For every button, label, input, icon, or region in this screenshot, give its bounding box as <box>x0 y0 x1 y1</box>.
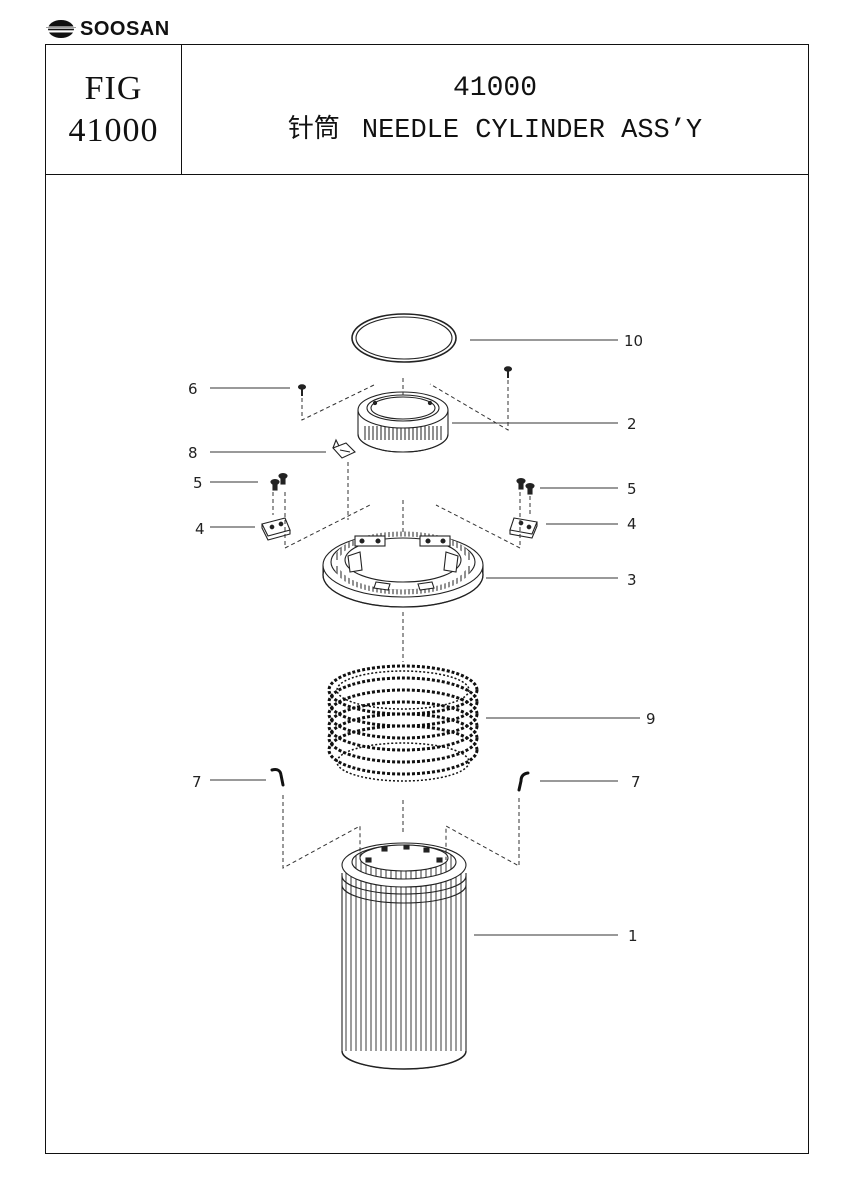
callout-8: 8 <box>188 444 198 462</box>
callout-10: 10 <box>624 332 643 350</box>
figure-id-box: FIG 41000 <box>46 45 182 174</box>
assembly-lines <box>272 378 531 869</box>
title-block: FIG 41000 41000 针筒 NEEDLE CYLINDER ASS’Y <box>46 45 808 175</box>
title-english: NEEDLE CYLINDER ASS’Y <box>361 115 703 146</box>
drawing-sheet: FIG 41000 41000 针筒 NEEDLE CYLINDER ASS’Y <box>45 44 809 1154</box>
brand: SOOSAN <box>46 14 170 44</box>
hook-pin-icon <box>270 768 530 792</box>
fig-number: 41000 <box>68 111 159 149</box>
callout-labels: 10 6 2 8 5 5 4 4 3 9 7 7 1 <box>188 332 656 945</box>
screw-pair-icon <box>270 472 535 495</box>
callout-9: 9 <box>646 710 656 728</box>
assembly-title: 针筒 NEEDLE CYLINDER ASS’Y <box>288 109 702 151</box>
part-number: 41000 <box>452 72 537 104</box>
callout-5-right: 5 <box>627 480 637 498</box>
o-ring-icon <box>351 313 457 363</box>
callout-6: 6 <box>188 380 198 398</box>
callout-7-right: 7 <box>631 773 641 791</box>
callout-4-right: 4 <box>627 515 637 533</box>
callout-1: 1 <box>628 927 638 945</box>
leader-lines <box>210 339 640 936</box>
soosan-logo-icon <box>46 20 76 38</box>
top-ring-icon <box>357 391 449 453</box>
callout-4-left: 4 <box>195 520 205 538</box>
callout-7-left: 7 <box>192 773 202 791</box>
cam-ring-icon <box>322 531 484 608</box>
needle-cylinder-icon <box>341 842 467 1070</box>
callout-2: 2 <box>627 415 637 433</box>
brand-name: SOOSAN <box>80 17 170 40</box>
fig-label: FIG <box>84 69 143 107</box>
coil-spring-icon <box>327 664 479 782</box>
latch-clip-icon <box>332 438 356 459</box>
screw-icon <box>297 366 513 396</box>
callout-5-left: 5 <box>193 474 203 492</box>
title-box: 41000 针筒 NEEDLE CYLINDER ASS’Y <box>182 45 808 174</box>
callout-3: 3 <box>627 571 637 589</box>
clamp-plate-icon <box>261 517 538 541</box>
title-chinese: 针筒 <box>287 113 340 144</box>
